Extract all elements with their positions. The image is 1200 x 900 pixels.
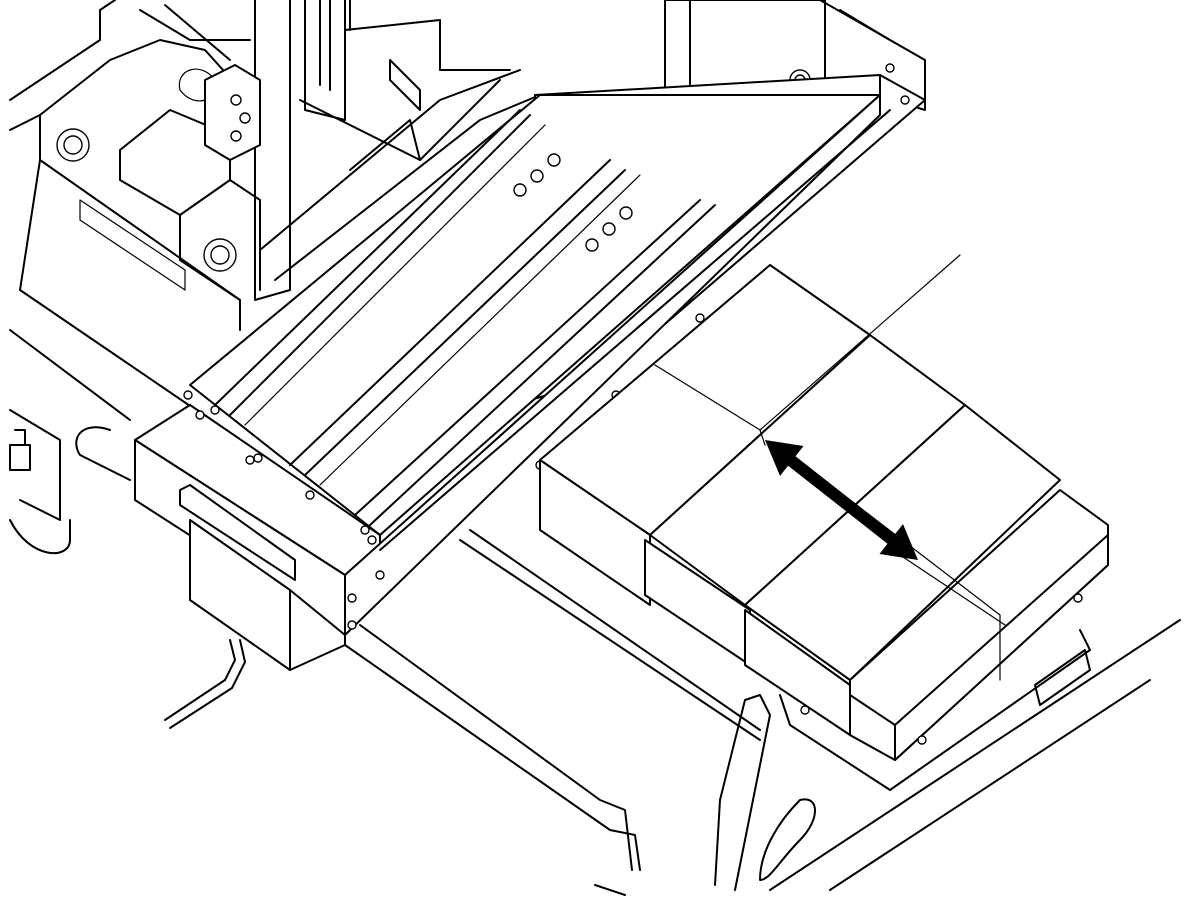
table-bracket (179, 484, 346, 671)
base-bolts (56, 128, 237, 272)
double-arrow-shape (765, 440, 918, 560)
lower-right-fixture (714, 619, 1181, 891)
left-fixture (9, 409, 71, 554)
machine-base (9, 0, 261, 441)
vertical-column (254, 0, 541, 301)
lower-guides (344, 529, 761, 896)
side-block (204, 64, 261, 161)
cable-pipe (75, 426, 246, 729)
motion-arrow-icon (765, 440, 918, 560)
